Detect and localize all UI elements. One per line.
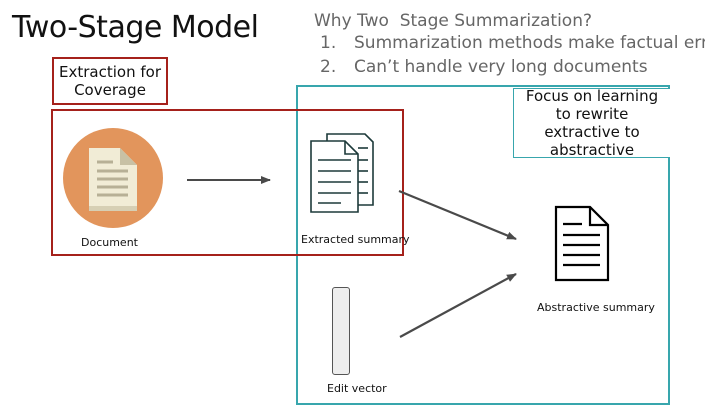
arrow-edit-to-abstractive	[399, 273, 517, 338]
why-item-text: Can’t handle very long documents	[354, 57, 648, 77]
document-lines-icon	[554, 205, 610, 282]
extraction-label: Extraction for Coverage	[52, 57, 168, 105]
arrow-extracted-to-abstractive	[398, 189, 517, 241]
why-question: Why Two Stage Summarization?	[314, 11, 593, 31]
extraction-stage-box	[51, 109, 404, 256]
why-item-number: 1.	[320, 33, 337, 53]
why-item: 2. Can’t handle very long documents	[320, 57, 648, 77]
why-item-number: 2.	[320, 57, 337, 77]
document-caption: Document	[81, 236, 138, 249]
abstractive-stage-box	[296, 85, 670, 405]
edit-vector-caption: Edit vector	[327, 382, 387, 395]
edit-vector-bar	[332, 287, 350, 375]
abstractive-summary-caption: Abstractive summary	[537, 301, 655, 314]
focus-note: Focus on learning to rewrite extractive …	[513, 87, 670, 159]
stacked-documents-icon	[310, 133, 374, 213]
extracted-summary-caption: Extracted summary	[301, 233, 410, 246]
why-item: 1. Summarization methods make factual err…	[320, 33, 705, 53]
why-item-text: Summarization methods make factual error…	[354, 33, 705, 53]
document-file-icon	[63, 128, 163, 228]
slide-title: Two-Stage Model	[12, 10, 259, 45]
